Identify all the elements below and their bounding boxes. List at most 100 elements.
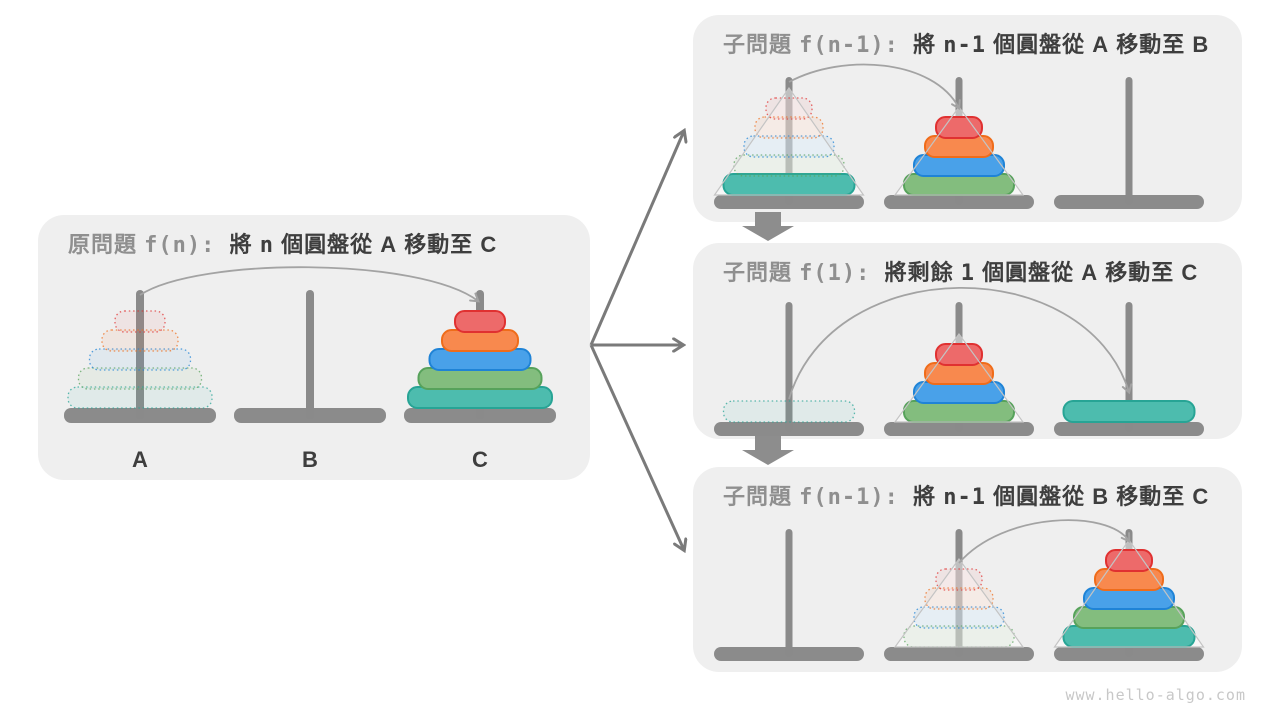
title-segment: n-1 [943, 33, 986, 58]
peg-rod [785, 529, 793, 657]
move-arc [788, 286, 1133, 400]
ghost-disk-red [765, 97, 813, 120]
title-segment: : [856, 261, 885, 286]
title-segment: C [480, 232, 498, 257]
decompose-arrow-bottom [589, 344, 684, 550]
move-group-outline [893, 557, 1025, 648]
peg-rod [1125, 77, 1133, 205]
title-segment: : [884, 485, 914, 510]
panel-subproblem-b-to-c: 子問題 f(n-1): 將 n-1 個圓盤從 B 移動至 C [693, 467, 1242, 672]
title-segment: A [1092, 32, 1110, 57]
title-segment: 1 [960, 261, 975, 286]
title-segment: 將 [913, 32, 944, 57]
title-segment: f(n-1) [799, 485, 885, 510]
title-segment: 移動至 [1098, 260, 1182, 285]
title-segment: C [1181, 260, 1199, 285]
panel-title: 子問題 f(n-1): 將 n-1 個圓盤從 A 移動至 B [723, 27, 1209, 59]
peg-rod [306, 290, 314, 419]
title-segment: B [1192, 32, 1210, 57]
move-group-outline [1053, 538, 1205, 648]
title-segment: f(n-1) [799, 33, 885, 58]
move-group-outline [713, 86, 865, 196]
ghost-disk-orange [924, 587, 994, 610]
disk-red [1105, 549, 1153, 572]
disk-orange [1094, 568, 1164, 591]
title-segment: f(n) [144, 233, 202, 258]
move-group-halo [895, 559, 1023, 647]
move-arc [788, 63, 961, 111]
ghost-disk-orange [754, 116, 824, 139]
move-group-halo [714, 88, 864, 195]
title-segment: B [1092, 484, 1110, 509]
title-segment: 原問題 [68, 232, 145, 257]
decompose-arrow-top [589, 131, 684, 346]
title-segment: 個圓盤從 [273, 232, 381, 257]
title-segment: : [201, 233, 230, 258]
title-segment: C [1192, 484, 1210, 509]
disk-blue [913, 381, 1005, 404]
title-segment: 移動至 [1109, 32, 1193, 57]
title-segment: 移動至 [397, 232, 481, 257]
disk-teal [407, 386, 553, 409]
title-segment: A [1081, 260, 1099, 285]
ghost-disk-teal [722, 400, 856, 423]
ghost-disk-red [114, 310, 166, 333]
disk-green [903, 400, 1015, 423]
disk-red [935, 116, 983, 139]
disk-green [417, 367, 543, 390]
hanoi-scene: A B C [64, 266, 556, 472]
watermark: www.hello-algo.com [1065, 686, 1246, 704]
peg-label-A: A [132, 447, 148, 472]
title-segment: f(1) [799, 261, 857, 286]
disk-orange [441, 329, 519, 352]
move-group-outline [893, 105, 1025, 196]
title-segment: 個圓盤從 [985, 32, 1093, 57]
title-segment: 將 [229, 232, 260, 257]
peg-label-C: C [472, 447, 488, 472]
title-segment: : [884, 33, 914, 58]
title-segment: 子問題 [723, 484, 800, 509]
panel-original-problem: 原問題 f(n): 將 n 個圓盤從 A 移動至 C A B C [38, 215, 590, 480]
disk-blue [1083, 587, 1175, 610]
title-segment: 個圓盤從 [985, 484, 1093, 509]
move-arc [958, 519, 1131, 564]
ghost-disk-red [935, 568, 983, 591]
title-segment: n-1 [943, 485, 986, 510]
step-arrow-down-2 [742, 436, 794, 465]
hanoi-scene [714, 286, 1204, 436]
disk-blue [913, 154, 1005, 177]
ghost-disk-blue [913, 606, 1005, 629]
peg-rod [785, 302, 793, 432]
title-segment: 將 [913, 484, 944, 509]
title-segment: 移動至 [1109, 484, 1193, 509]
title-segment: 將剩餘 [884, 260, 961, 285]
move-arc [139, 266, 480, 303]
disk-red [935, 343, 983, 366]
ghost-disk-blue [743, 135, 835, 158]
disk-teal [722, 173, 856, 196]
panel-title: 子問題 f(1): 將剩餘 1 個圓盤從 A 移動至 C [723, 255, 1198, 287]
disk-teal [1062, 625, 1196, 648]
disk-red [454, 310, 506, 333]
disk-green [1073, 606, 1185, 629]
panel-subproblem-a-to-b: 子問題 f(n-1): 將 n-1 個圓盤從 A 移動至 B [693, 15, 1242, 222]
ghost-disk-green [903, 625, 1015, 648]
hanoi-scene [713, 63, 1204, 209]
title-segment: A [380, 232, 398, 257]
hanoi-scene [714, 519, 1205, 661]
disk-teal [1062, 400, 1196, 423]
title-segment: 個圓盤從 [974, 260, 1082, 285]
title-segment: 子問題 [723, 260, 800, 285]
title-segment: 子問題 [723, 32, 800, 57]
panel-subproblem-a-to-c: 子問題 f(1): 將剩餘 1 個圓盤從 A 移動至 C [693, 243, 1242, 439]
disk-blue [428, 348, 532, 371]
peg-label-B: B [302, 447, 318, 472]
disk-green [903, 173, 1015, 196]
ghost-disk-green [77, 367, 203, 390]
panel-title: 子問題 f(n-1): 將 n-1 個圓盤從 B 移動至 C [723, 479, 1209, 511]
ghost-disk-teal [67, 386, 213, 409]
panel-title: 原問題 f(n): 將 n 個圓盤從 A 移動至 C [68, 227, 497, 259]
peg-rod [1125, 302, 1133, 432]
ghost-disk-green [733, 154, 845, 177]
title-segment: n [259, 233, 274, 258]
